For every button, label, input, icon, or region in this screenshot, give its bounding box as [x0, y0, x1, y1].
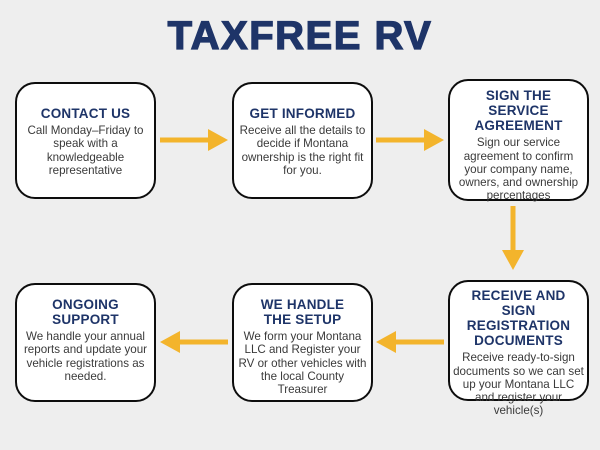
arrow-down-icon [500, 206, 526, 270]
step-box-sign-service-agreement: SIGN THE SERVICE AGREEMENT Sign our serv… [448, 79, 589, 203]
step-body-contact-us: Call Monday–Friday to speak with a knowl… [27, 124, 144, 177]
step-body-we-handle-setup: We form your Montana LLC and Register yo… [238, 330, 367, 397]
step-box-contact-us: CONTACT US Call Monday–Friday to speak w… [15, 82, 156, 199]
step-box-get-informed: GET INFORMED Receive all the details to … [232, 82, 373, 199]
step-box-we-handle-setup: WE HANDLE THE SETUP We form your Montana… [232, 283, 373, 402]
step-body-sign-service-agreement: Sign our service agreement to confirm yo… [458, 136, 579, 203]
step-heading-contact-us: CONTACT US [40, 106, 131, 121]
arrow-left-icon [376, 329, 444, 355]
arrow-right-icon [160, 127, 228, 153]
page-title: TAXFREE RV [167, 13, 433, 58]
step-box-receive-sign-documents: RECEIVE AND SIGN REGISTRATION DOCUMENTS … [448, 280, 589, 417]
step-body-get-informed: Receive all the details to decide if Mon… [239, 124, 366, 177]
step-heading-ongoing-support: ONGOING SUPPORT [52, 297, 119, 328]
step-body-receive-sign-documents: Receive ready-to-sign documents so we ca… [453, 351, 584, 418]
step-heading-we-handle-setup: WE HANDLE THE SETUP [260, 297, 345, 328]
step-heading-get-informed: GET INFORMED [249, 106, 356, 121]
step-body-ongoing-support: We handle your annual reports and update… [23, 330, 148, 383]
arrow-left-icon [160, 329, 228, 355]
arrow-right-icon [376, 127, 444, 153]
step-heading-receive-sign-documents: RECEIVE AND SIGN REGISTRATION DOCUMENTS [466, 288, 571, 349]
step-box-ongoing-support: ONGOING SUPPORT We handle your annual re… [15, 283, 156, 402]
step-heading-sign-service-agreement: SIGN THE SERVICE AGREEMENT [474, 88, 563, 134]
